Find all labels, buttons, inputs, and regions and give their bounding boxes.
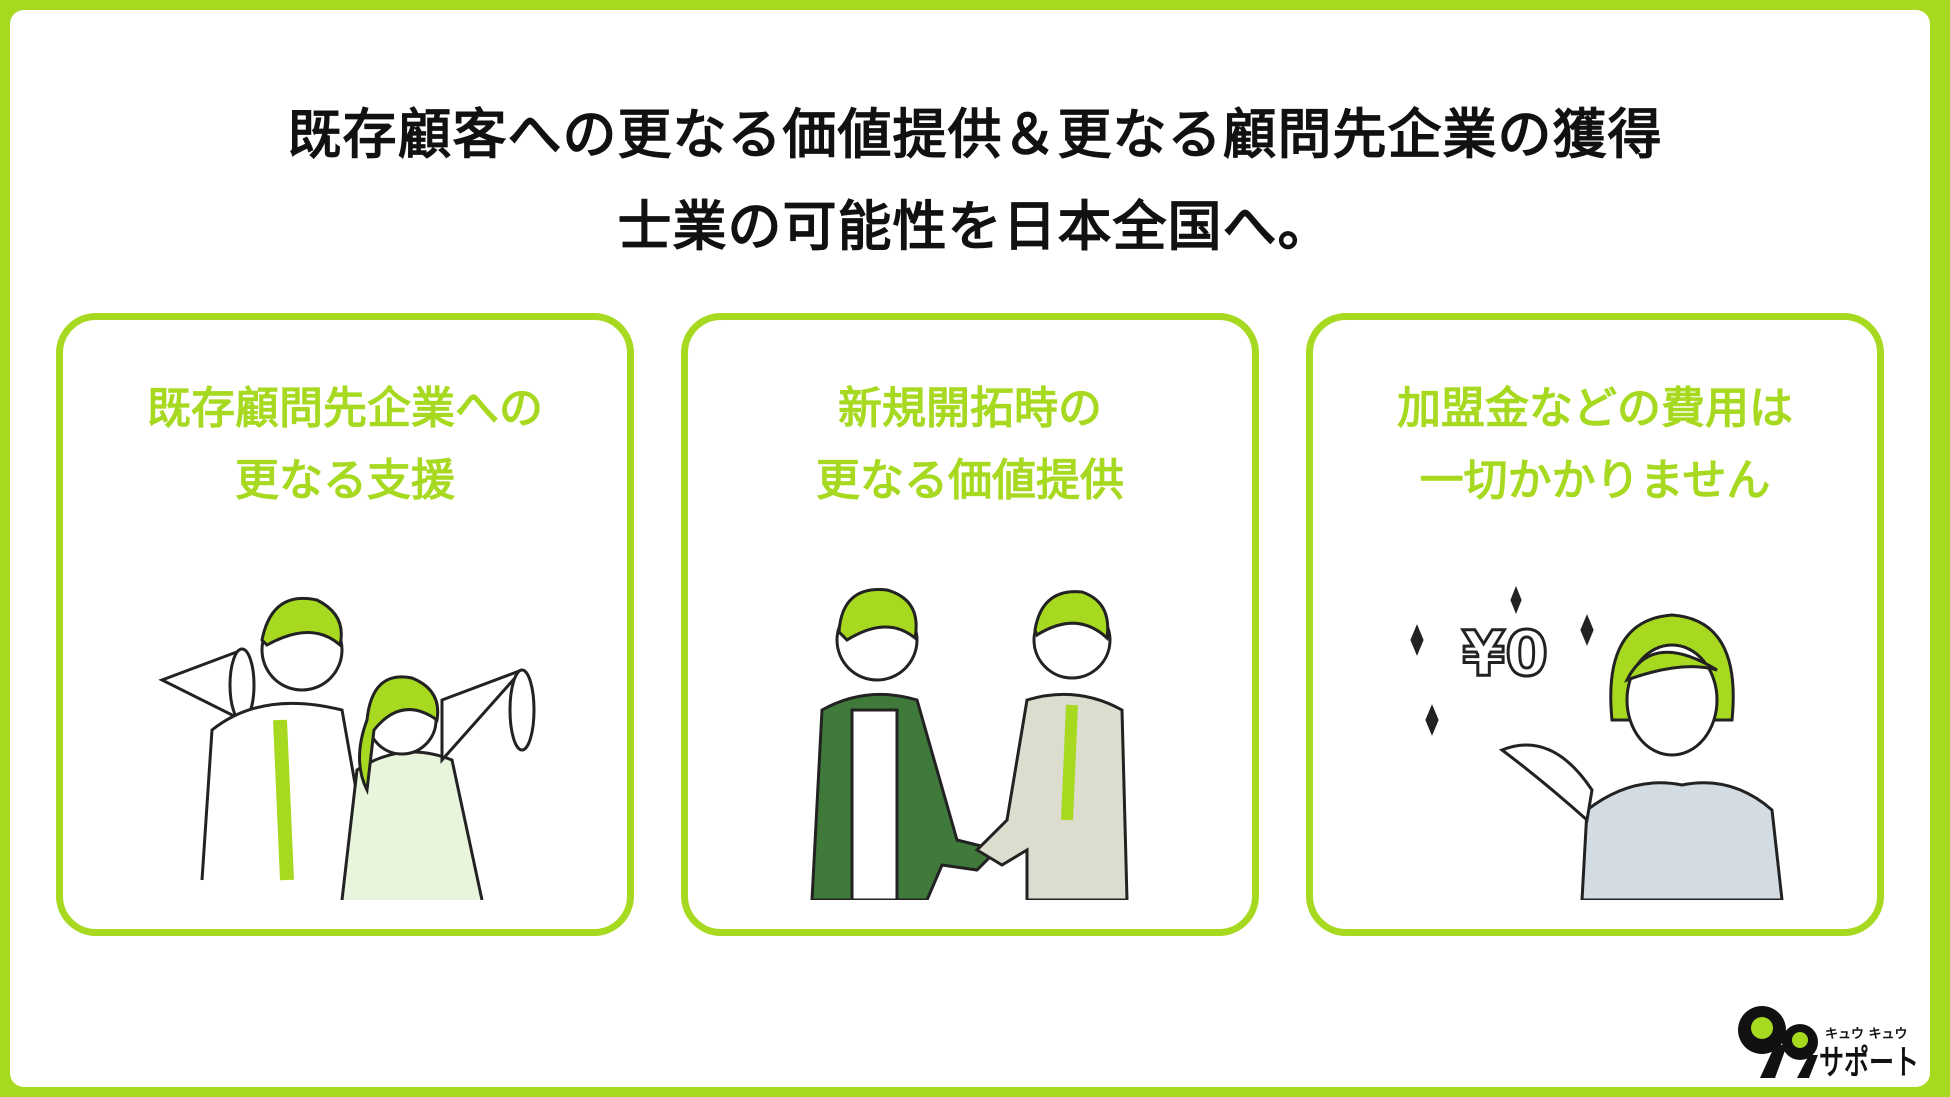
card-title-line-1: 加盟金などの費用は: [1397, 383, 1793, 434]
card-title-line-1: 既存顧問先企業への: [147, 383, 543, 434]
card-title-line-2: 一切かかりません: [1419, 455, 1771, 506]
card-title-line-1: 新規開拓時の: [838, 383, 1102, 434]
card-title-line-2: 更なる価値提供: [816, 455, 1124, 506]
card-new-business-value: 新規開拓時の 更なる価値提供: [681, 313, 1259, 936]
handshake-illustration: [810, 588, 1129, 900]
card-existing-client-support: 既存顧問先企業への 更なる支援: [56, 313, 634, 936]
card-no-fees: 加盟金などの費用は 一切かかりません ¥0: [1306, 313, 1884, 936]
megaphone-people-illustration: [158, 596, 536, 900]
logo-text: サポート: [1819, 1043, 1919, 1080]
headline-line-1: 既存顧客への更なる価値提供＆更なる顧問先企業の獲得: [287, 103, 1663, 166]
card-title-line-2: 更なる支援: [235, 455, 455, 506]
99-support-logo: キュウ キュウ サポート: [1738, 1006, 1919, 1080]
zero-yen-woman-illustration: ¥0: [1410, 585, 1784, 900]
logo-ruby: キュウ キュウ: [1825, 1027, 1908, 1042]
zero-yen-badge: ¥0: [1462, 617, 1548, 690]
headline-line-2: 士業の可能性を日本全国へ。: [617, 195, 1333, 258]
